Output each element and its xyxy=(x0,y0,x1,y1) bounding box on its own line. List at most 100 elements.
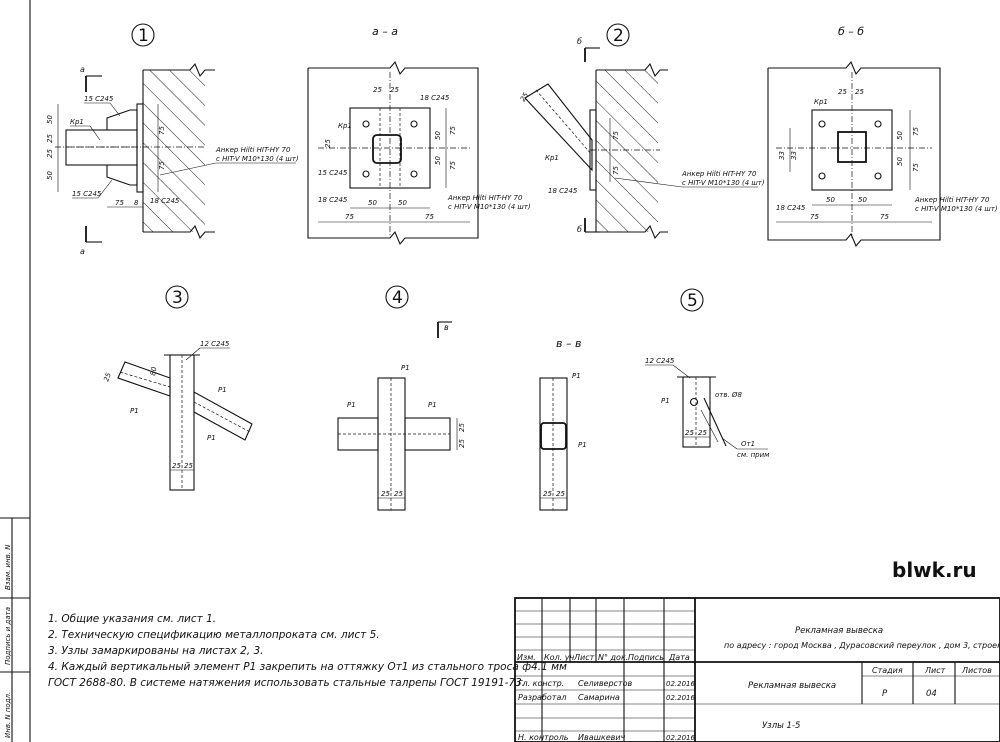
svg-text:50: 50 xyxy=(398,199,407,207)
node-5-number: 5 xyxy=(687,291,698,311)
svg-text:25: 25 xyxy=(172,462,181,470)
section-bb-title: б – б xyxy=(838,25,864,38)
sheet-label: Лист xyxy=(924,666,946,675)
label-see-note: см. прим xyxy=(737,451,770,459)
node-2-marker xyxy=(606,23,630,47)
node-4-marker xyxy=(385,285,409,309)
label-15c245-top: 15 С245 xyxy=(84,95,114,103)
svg-text:50: 50 xyxy=(46,115,54,124)
svg-text:75: 75 xyxy=(810,213,819,221)
svg-text:80: 80 xyxy=(149,366,159,377)
anchor-note-bb-b: с HIT-V М10*130 (4 шт) xyxy=(915,205,998,213)
note-4: 4. Каждый вертикальный элемент Р1 закреп… xyxy=(48,661,567,673)
svg-text:25: 25 xyxy=(381,490,390,498)
tb-name-0: Селиверстов xyxy=(578,679,632,688)
svg-text:75: 75 xyxy=(449,126,457,135)
tb-header-doc: N° док. xyxy=(598,653,628,662)
node-2-number: 2 xyxy=(613,26,624,46)
sheet-value: 04 xyxy=(926,689,937,699)
svg-text:50: 50 xyxy=(896,157,904,166)
tb-header-sign: Подпись xyxy=(628,653,664,662)
watermark: blwk.ru xyxy=(892,558,977,582)
label-15c245-aa: 15 С245 xyxy=(318,169,348,177)
label-18c245-bb: 18 С245 xyxy=(776,204,806,212)
label-kr1: Кр1 xyxy=(70,118,84,126)
label-12c245-5: 12 С245 xyxy=(645,357,675,365)
section-vv: в – в Р1 Р1 25 25 xyxy=(539,337,587,511)
tb-date-3: 02.2016 xyxy=(666,734,695,742)
svg-text:75: 75 xyxy=(158,126,166,135)
svg-text:50: 50 xyxy=(434,156,442,165)
svg-text:75: 75 xyxy=(912,127,920,136)
cut-a-bottom: а xyxy=(80,247,85,256)
tb-header-date: Дата xyxy=(668,653,690,662)
tb-role-3: Н. контроль xyxy=(518,733,569,742)
wall-hatch xyxy=(143,70,205,232)
label-hole: отв. Ø8 xyxy=(715,391,742,399)
label-15c245-bot: 15 С245 xyxy=(72,190,102,198)
stage-value: Р xyxy=(882,689,888,699)
section-aa-title: а – а xyxy=(372,25,398,38)
label-p1-4a: Р1 xyxy=(401,364,410,372)
svg-text:25: 25 xyxy=(394,490,403,498)
svg-text:75: 75 xyxy=(880,213,889,221)
note-3: 3. Узлы замаркированы на листах 2, 3. xyxy=(48,645,264,657)
svg-text:33: 33 xyxy=(790,151,798,160)
svg-text:75: 75 xyxy=(425,213,434,221)
tb-role-1: Разработал xyxy=(518,693,566,702)
tb-header-list: Лист xyxy=(573,653,595,662)
label-kr1-2: Кр1 xyxy=(545,154,559,162)
anchor-note-2b: с HIT-V М10*130 (4 шт) xyxy=(682,179,765,187)
svg-text:25: 25 xyxy=(184,462,193,470)
note-1: 1. Общие указания см. лист 1. xyxy=(48,613,216,625)
anchor-note-2a: Анкер Hilti HIT-HY 70 xyxy=(681,170,757,178)
svg-text:50: 50 xyxy=(858,196,867,204)
svg-text:25: 25 xyxy=(373,86,382,94)
tb-header-izm: Изм. xyxy=(517,653,536,662)
svg-text:25: 25 xyxy=(46,149,54,158)
anchor-note-aa-b: с HIT-V М10*130 (4 шт) xyxy=(448,203,531,211)
svg-text:25: 25 xyxy=(838,88,847,96)
svg-text:33: 33 xyxy=(778,151,786,160)
svg-text:25: 25 xyxy=(556,490,565,498)
cut-b-bottom: б xyxy=(577,225,582,234)
node-4: 4 Р1 Р1 Р1 25 25 25 25 в xyxy=(337,285,466,511)
svg-text:50: 50 xyxy=(46,171,54,180)
anchor-note-1a: Анкер Hilti HIT-HY 70 xyxy=(215,146,291,154)
svg-text:25: 25 xyxy=(543,490,552,498)
svg-text:75: 75 xyxy=(912,163,920,172)
section-bb: б – б 25 25 Кр1 18 С245 33 33 50 50 75 7… xyxy=(767,25,998,248)
tb-date-0: 02.2016 xyxy=(666,680,695,688)
label-p1-3a: Р1 xyxy=(130,407,139,415)
svg-text:25: 25 xyxy=(855,88,864,96)
sheet-frame xyxy=(0,0,31,742)
general-notes: 1. Общие указания см. лист 1. 2. Техниче… xyxy=(48,613,567,689)
label-18c245: 18 С245 xyxy=(150,197,180,205)
label-18c245-2: 18 С245 xyxy=(548,187,578,195)
label-p1-4b: Р1 xyxy=(347,401,356,409)
svg-text:75: 75 xyxy=(115,199,124,207)
node-5-marker xyxy=(680,288,704,312)
svg-text:50: 50 xyxy=(826,196,835,204)
cut-b-top: б xyxy=(577,37,582,46)
label-p1-3b: Р1 xyxy=(218,386,227,394)
node-1-marker xyxy=(131,23,155,47)
svg-text:50: 50 xyxy=(896,131,904,140)
label-kr1-aa: Кр1 xyxy=(338,122,352,130)
section-aa: а – а 25 25 Кр1 18 С245 15 С245 18 С245 … xyxy=(307,25,531,246)
node-3-marker xyxy=(165,285,189,309)
label-18c245-aa: 18 С245 xyxy=(420,94,450,102)
label-ot1: От1 xyxy=(741,440,755,448)
wall-hatch-2 xyxy=(596,70,658,232)
node-1: 1 50 25 25 50 75 75 75 8 15 С245 Кр1 15 … xyxy=(46,23,299,256)
tb-role-0: Гл. констр. xyxy=(518,679,564,688)
svg-text:75: 75 xyxy=(612,131,620,140)
svg-text:25: 25 xyxy=(324,139,332,148)
node-3: 3 12 С245 Р1 Р1 Р1 25 80 25 25 xyxy=(102,285,253,491)
cut-v-marker: в xyxy=(444,323,449,332)
tb-name-1: Самарина xyxy=(578,693,620,702)
anchor-note-aa-a: Анкер Hilti HIT-HY 70 xyxy=(447,194,523,202)
svg-text:8: 8 xyxy=(134,199,139,207)
stamp-replace-inv: Взам. инв. N xyxy=(4,544,12,590)
